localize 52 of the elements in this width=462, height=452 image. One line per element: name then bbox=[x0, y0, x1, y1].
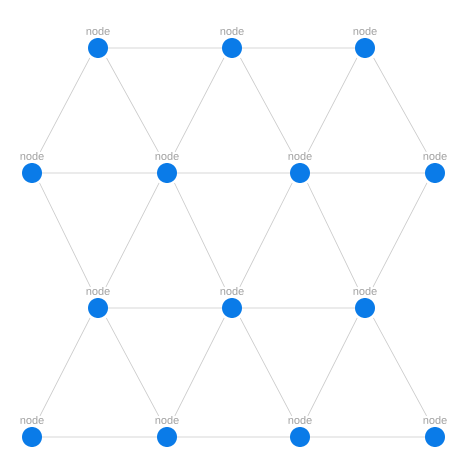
connector-line bbox=[310, 436, 426, 438]
network-node: node bbox=[220, 26, 244, 58]
node-label: node bbox=[220, 286, 244, 295]
node-label: node bbox=[156, 416, 179, 424]
network-node: node bbox=[354, 286, 377, 318]
node-label: node bbox=[288, 152, 312, 160]
network-node: node bbox=[20, 416, 44, 447]
connector-line bbox=[42, 436, 158, 438]
network-node: node bbox=[424, 416, 447, 447]
network-node: node bbox=[288, 152, 312, 183]
connector-line bbox=[308, 58, 358, 152]
connector-line bbox=[310, 172, 426, 174]
node-label: node bbox=[354, 26, 377, 35]
connector-line bbox=[239, 182, 293, 288]
network-node: node bbox=[156, 416, 179, 447]
connector-line bbox=[42, 172, 158, 174]
connector-line bbox=[307, 182, 358, 288]
node-label: node bbox=[288, 416, 312, 424]
network-node: node bbox=[86, 26, 110, 58]
connector-line bbox=[39, 182, 91, 288]
network-node: node bbox=[86, 286, 110, 318]
node-label: node bbox=[424, 416, 447, 424]
connector-line bbox=[240, 318, 292, 416]
connector-line bbox=[240, 58, 292, 152]
connector-line bbox=[174, 182, 225, 288]
connector-line bbox=[307, 318, 358, 416]
network-node: node bbox=[288, 416, 312, 447]
node-label: node bbox=[86, 286, 110, 295]
network-node: node bbox=[20, 152, 44, 183]
node-label: node bbox=[220, 26, 244, 35]
connector-line bbox=[174, 58, 224, 152]
node-label: node bbox=[20, 416, 44, 424]
connector-line bbox=[40, 58, 90, 152]
connector-line bbox=[176, 436, 290, 438]
connector-line bbox=[176, 172, 290, 174]
network-node: node bbox=[156, 152, 179, 183]
connector-line bbox=[372, 182, 428, 288]
network-node: node bbox=[354, 26, 377, 58]
connector-line bbox=[40, 318, 90, 416]
node-label: node bbox=[86, 26, 110, 35]
connector-line bbox=[106, 182, 160, 288]
network-node: node bbox=[220, 286, 244, 318]
node-label: node bbox=[156, 152, 179, 160]
node-label: node bbox=[424, 152, 447, 160]
node-label: node bbox=[20, 152, 44, 160]
connector-line bbox=[373, 58, 427, 152]
network-node: node bbox=[424, 152, 447, 183]
connector-line bbox=[174, 318, 225, 416]
node-label: node bbox=[354, 286, 377, 295]
connector-line bbox=[106, 58, 159, 152]
connector-line bbox=[106, 318, 160, 416]
connector-line bbox=[373, 318, 427, 416]
